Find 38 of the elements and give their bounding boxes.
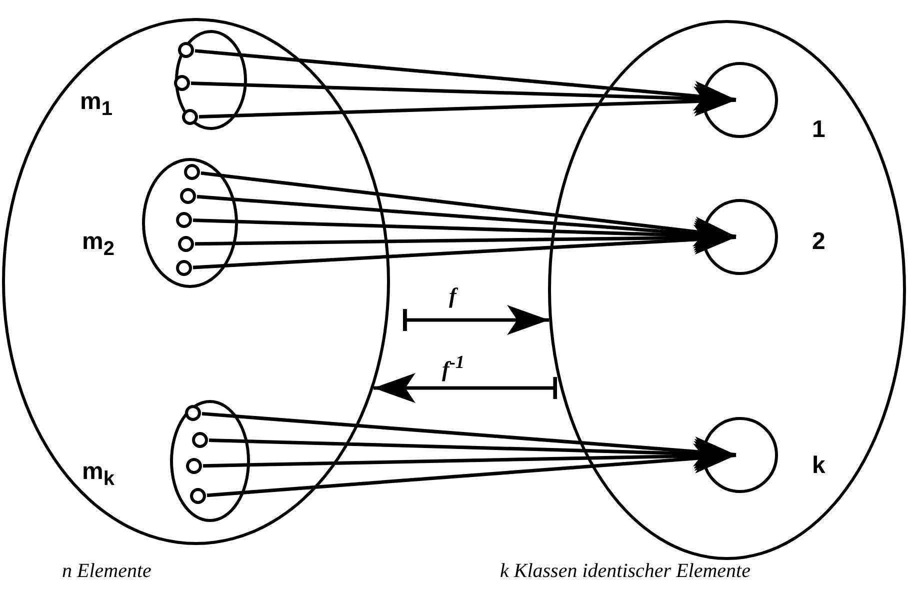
subset-label: m$_{2}$ (82, 228, 114, 261)
subset-ellipse (142, 158, 238, 288)
subset-circle (182, 109, 198, 125)
subset-label: 1 (812, 116, 826, 144)
arrow (192, 224, 736, 270)
subset-label: m$_{1}$ (80, 88, 112, 121)
subset-circle (178, 42, 194, 58)
subset-circle (176, 260, 192, 276)
subset-ellipse (175, 30, 247, 130)
subset-circle (176, 212, 192, 228)
arrow (196, 194, 736, 249)
subset-circle (174, 75, 190, 91)
set-ellipse (2, 18, 390, 545)
subset-label: 2 (812, 228, 826, 256)
arrow (190, 82, 736, 114)
subset-circle (190, 488, 206, 504)
subset-circle (178, 236, 194, 252)
arrow (200, 171, 736, 246)
arrow (198, 86, 736, 118)
subset-circle (702, 417, 778, 493)
subset-circle (702, 199, 778, 275)
subset-circle (192, 432, 208, 448)
subset-circle (186, 458, 202, 474)
mapping-arrow (373, 373, 558, 403)
set-caption: k Klassen identischer Elemente (500, 560, 750, 583)
set-caption: n Elemente (62, 560, 152, 583)
arrow (202, 412, 736, 466)
subset-circle (185, 405, 201, 421)
subset-circle (184, 164, 200, 180)
subset-label: k (812, 452, 826, 480)
subset-label: m$_{k}$ (82, 458, 114, 491)
subset-circle (702, 62, 778, 138)
mapping-arrow (402, 305, 550, 335)
set-ellipse (548, 20, 906, 560)
arrow (194, 49, 736, 111)
subset-circle (180, 188, 196, 204)
subset-ellipse (170, 400, 250, 522)
arrow (206, 444, 736, 498)
